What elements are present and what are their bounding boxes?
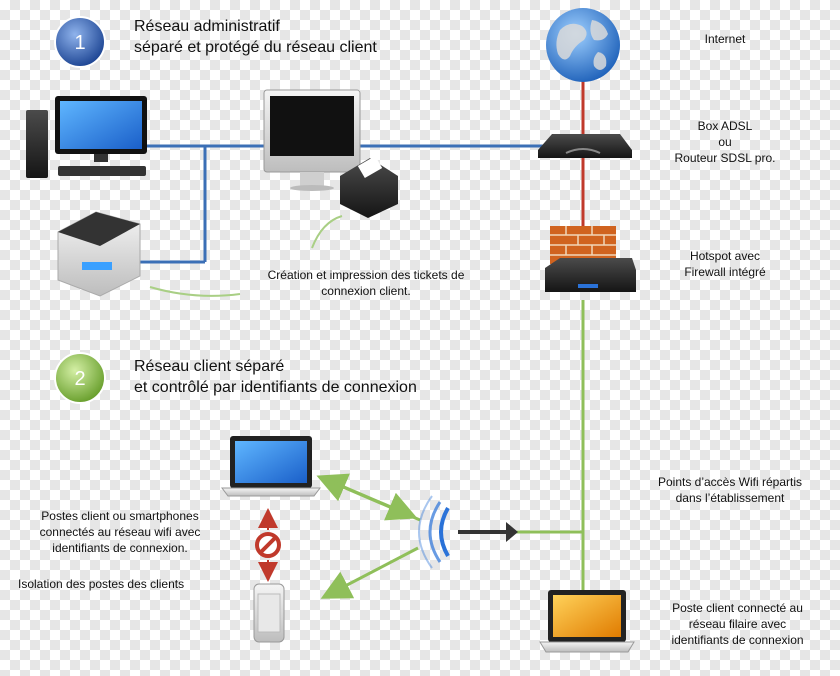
badge-1: 1: [54, 16, 106, 68]
section-1-title-line-2: séparé et protégé du réseau client: [134, 39, 377, 56]
ticket-printer-icon: [340, 155, 398, 218]
badge-1-number: 1: [74, 32, 85, 54]
imac-icon: [263, 89, 361, 191]
tickets-label: Création et impression des tickets de co…: [240, 267, 492, 299]
box-label: Box ADSL ou Routeur SDSL pro.: [660, 118, 790, 166]
wifi-arrow-phone: [320, 546, 419, 599]
wired-client-label: Poste client connecté au réseau filaire …: [640, 600, 835, 648]
badge-2-number: 2: [74, 368, 85, 390]
internet-label: Internet: [704, 32, 746, 46]
wired-label-line-2: réseau filaire avec: [688, 617, 787, 631]
clients-label-line-1: Postes client ou smartphones: [41, 509, 199, 523]
section-1-title: Réseau administratif séparé et protégé d…: [134, 16, 377, 58]
badge-2: 2: [54, 352, 106, 404]
globe-icon: [546, 8, 620, 82]
wifi-arrow-laptop-rev: [329, 479, 418, 521]
client-network-links: [515, 300, 585, 595]
firewall-icon: [550, 226, 616, 264]
clients-label-line-3: identifiants de connexion.: [52, 541, 188, 555]
ticket-link-curve: [149, 286, 241, 297]
wifi-label-line-2: dans l’établissement: [675, 491, 785, 505]
wired-label-line-1: Poste client connecté au: [672, 601, 803, 615]
section-2-title-line-1: Réseau client séparé: [134, 358, 285, 375]
wifi-antenna-icon: [418, 495, 518, 569]
tickets-label-line-1: Création et impression des tickets de: [267, 268, 465, 282]
box-label-line-3: Routeur SDSL pro.: [674, 151, 776, 165]
smartphone-icon: [253, 583, 285, 643]
wifi-label: Points d’accès Wifi répartis dans l’étab…: [630, 474, 830, 506]
laptop-icon: [221, 436, 321, 497]
isolation-label: Isolation des postes des clients: [18, 577, 185, 591]
box-label-line-1: Box ADSL: [697, 119, 753, 133]
hotspot-label-line-2: Firewall intégré: [684, 265, 766, 279]
printer-icon: [57, 211, 141, 297]
clients-label-line-2: connectés au réseau wifi avec: [39, 525, 201, 539]
no-entry-icon: [255, 532, 281, 558]
section-1-title-line-1: Réseau administratif: [134, 18, 280, 35]
tickets-label-line-2: connexion client.: [321, 284, 411, 298]
router-icon: [538, 134, 632, 158]
wired-laptop-icon: [539, 590, 635, 653]
hotspot-label-line-1: Hotspot avec: [689, 249, 761, 263]
desktop-pc-icon: [26, 96, 147, 178]
clients-label: Postes client ou smartphones connectés a…: [10, 508, 230, 556]
wired-label-line-3: identifiants de connexion: [671, 633, 804, 647]
wifi-label-line-1: Points d’accès Wifi répartis: [657, 475, 803, 489]
box-label-line-2: ou: [718, 135, 732, 149]
hotspot-label: Hotspot avec Firewall intégré: [655, 248, 795, 280]
section-2-title-line-2: et contrôlé par identifiants de connexio…: [134, 379, 417, 396]
hotspot-device-icon: [545, 258, 636, 292]
ticket-link-curve-2: [311, 215, 343, 249]
section-2-title: Réseau client séparé et contrôlé par ide…: [134, 356, 417, 398]
